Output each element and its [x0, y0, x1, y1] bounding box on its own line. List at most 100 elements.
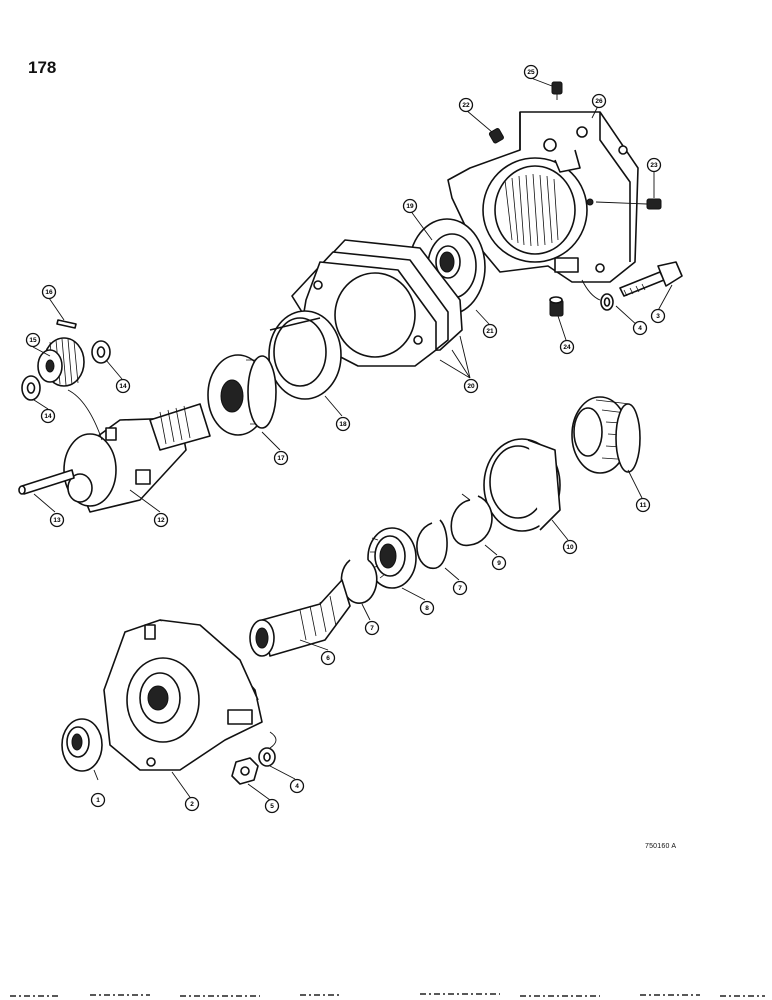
leader-lines [32, 77, 673, 801]
callout-circle [153, 512, 169, 528]
callout-c7a: 7 [364, 620, 380, 636]
callout-c5: 5 [264, 798, 280, 814]
callout-label: 2 [190, 801, 194, 808]
callout-circle [273, 450, 289, 466]
callouts: 1234456778910111213141415161718192021222… [25, 64, 666, 814]
snap-ring-9 [450, 493, 493, 546]
callout-circle [289, 778, 305, 794]
callout-c18: 18 [335, 416, 351, 432]
pin-16 [56, 319, 77, 329]
callout-c26: 26 [591, 93, 607, 109]
washer-4-upper [581, 279, 614, 311]
callout-circle [559, 339, 575, 355]
callout-c24: 24 [559, 339, 575, 355]
callout-label: 4 [295, 783, 299, 790]
callout-label: 7 [370, 625, 374, 632]
callout-circle [320, 650, 336, 666]
callout-label: 4 [638, 325, 642, 332]
callout-circle [523, 64, 539, 80]
bearing-cone-17 [207, 354, 277, 436]
callout-label: 18 [339, 421, 347, 428]
callout-label: 6 [326, 655, 330, 662]
callout-circle [632, 320, 648, 336]
callout-circle [184, 796, 200, 812]
callout-label: 22 [462, 102, 470, 109]
callout-label: 24 [563, 344, 571, 351]
callout-circle [115, 378, 131, 394]
shims-20 [291, 239, 463, 367]
callout-circle [25, 332, 41, 348]
callout-label: 23 [650, 162, 658, 169]
callout-c15: 15 [25, 332, 41, 348]
callout-c14a: 14 [40, 408, 56, 424]
callout-circle [482, 323, 498, 339]
callout-circle [335, 416, 351, 432]
callout-label: 16 [45, 289, 53, 296]
callout-circle [635, 497, 651, 513]
coupling-12 [63, 403, 211, 513]
callout-c14b: 14 [115, 378, 131, 394]
housing-26 [447, 111, 639, 283]
callout-circle [646, 157, 662, 173]
callout-label: 15 [29, 337, 37, 344]
callout-label: 14 [119, 383, 127, 390]
callout-circle [419, 600, 435, 616]
callout-c22: 22 [458, 97, 474, 113]
callout-circle [452, 580, 468, 596]
callout-c3: 3 [650, 308, 666, 324]
bearing-cup-10 [483, 438, 561, 532]
callout-circle [90, 792, 106, 808]
nut-5 [231, 757, 259, 785]
callout-label: 21 [486, 328, 494, 335]
snap-ring-7-upper [416, 519, 448, 569]
callout-c1: 1 [90, 792, 106, 808]
callout-c7b: 7 [452, 580, 468, 596]
gear-15 [37, 337, 103, 441]
ball-bearing-8 [367, 527, 417, 589]
callout-label: 11 [640, 502, 647, 509]
callout-c2: 2 [184, 796, 200, 812]
callout-circle [491, 555, 507, 571]
callout-c6: 6 [320, 650, 336, 666]
callout-circle [591, 93, 607, 109]
callout-label: 26 [595, 98, 603, 105]
callout-label: 1 [96, 797, 100, 804]
callout-c8: 8 [419, 600, 435, 616]
washer-14-right [91, 340, 111, 364]
callout-circle [264, 798, 280, 814]
callout-c4b: 4 [289, 778, 305, 794]
callout-c9: 9 [491, 555, 507, 571]
washer-14-left [21, 375, 41, 401]
callout-c11: 11 [635, 497, 651, 513]
washer-4-lower [258, 731, 277, 767]
callout-circle [562, 539, 578, 555]
callout-c4a: 4 [632, 320, 648, 336]
callout-c17: 17 [273, 450, 289, 466]
scan-edge-artifacts [10, 993, 765, 997]
callout-circle [463, 378, 479, 394]
callout-label: 8 [425, 605, 429, 612]
flange-housing-2 [103, 619, 263, 771]
snap-ring-7-lower [340, 559, 378, 604]
seal-1 [61, 718, 103, 772]
plug-23 [595, 198, 662, 210]
callout-c19: 19 [402, 198, 418, 214]
callout-c21: 21 [482, 323, 498, 339]
callout-label: 9 [497, 560, 501, 567]
callout-label: 12 [157, 517, 165, 524]
drawing-code: 750160 A [645, 843, 677, 850]
callout-circle [364, 620, 380, 636]
plug-25 [551, 81, 563, 100]
bearing-cone-11 [571, 396, 641, 474]
plug-24 [549, 296, 564, 317]
bearing-cup-18 [268, 310, 342, 400]
callout-c20: 20 [463, 378, 479, 394]
callout-c13: 13 [49, 512, 65, 528]
shaft-6 [249, 579, 351, 657]
plug-22 [488, 128, 504, 144]
callout-label: 10 [566, 544, 574, 551]
callout-c10: 10 [562, 539, 578, 555]
callout-c25: 25 [523, 64, 539, 80]
callout-label: 19 [406, 203, 414, 210]
callout-label: 13 [53, 517, 61, 524]
